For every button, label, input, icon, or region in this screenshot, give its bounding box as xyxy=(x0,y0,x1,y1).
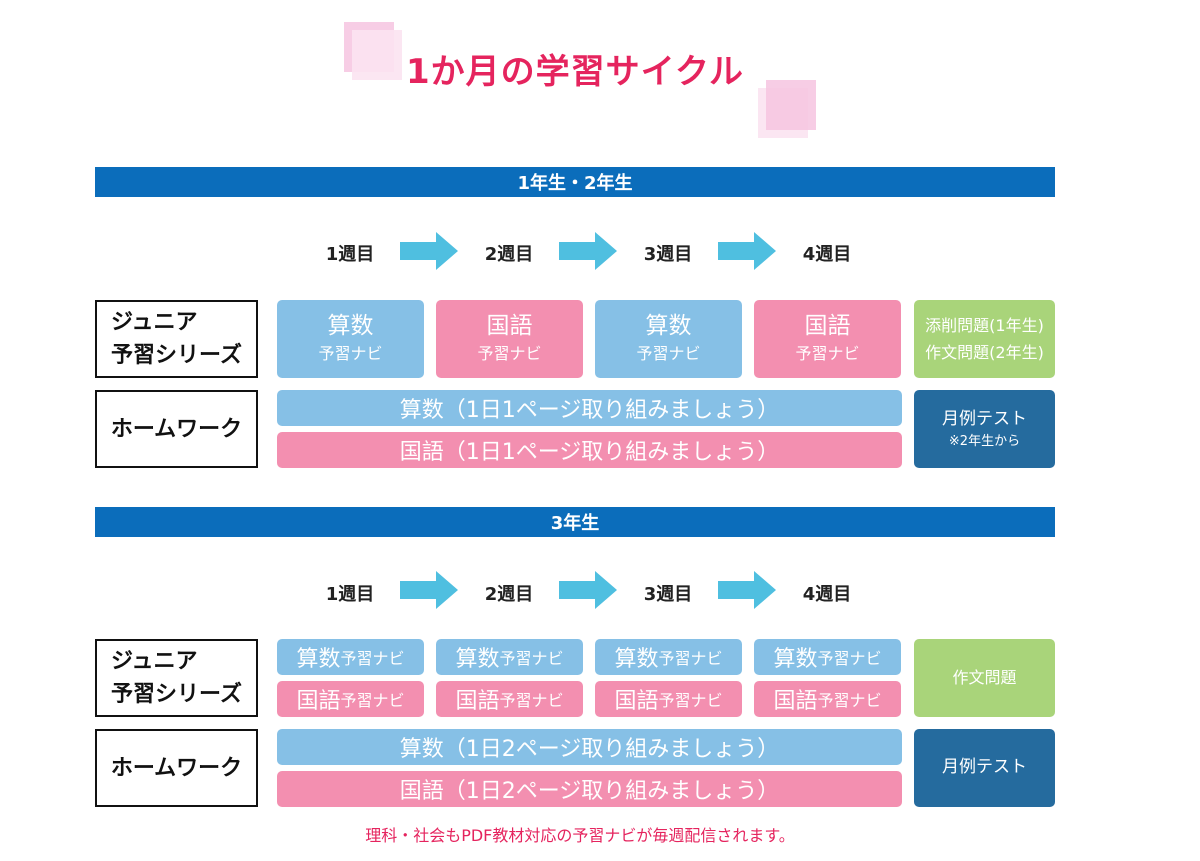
card-sub: 予習ナビ xyxy=(817,691,882,710)
side-card-title: 月例テスト xyxy=(942,757,1027,778)
arrow-right-icon xyxy=(718,571,776,609)
week-label-1: 1週目 xyxy=(325,584,375,605)
week-card-math: 算数予習ナビ xyxy=(754,639,901,675)
arrow-right-icon xyxy=(559,232,617,270)
title-decoration-square xyxy=(766,80,816,130)
card-subject: 算数 xyxy=(645,312,692,339)
week-label-1: 1週目 xyxy=(325,244,375,265)
section-banner-grade-1-2: 1年生・2年生 xyxy=(95,167,1055,197)
week-label-4: 4週目 xyxy=(802,584,852,605)
card-subject: 国語 xyxy=(455,689,500,714)
homework-bar-japanese: 国語（1日1ページ取り組みましょう） xyxy=(277,432,902,468)
week-label-3: 3週目 xyxy=(643,244,693,265)
week-card-japanese: 国語予習ナビ xyxy=(436,681,583,717)
row-label-junior-series: ジュニア 予習シリーズ xyxy=(95,639,258,717)
title-decoration-square xyxy=(352,30,402,80)
row-label-line: 予習シリーズ xyxy=(111,682,242,707)
card-subject: 国語 xyxy=(614,689,659,714)
arrow-right-icon xyxy=(559,571,617,609)
page-title: 1か月の学習サイクル xyxy=(406,52,744,92)
card-subject: 算数 xyxy=(296,647,341,672)
row-label-homework: ホームワーク xyxy=(95,729,258,807)
card-subject: 算数 xyxy=(455,647,500,672)
card-subject: 算数 xyxy=(614,647,659,672)
week-card-math: 算数 予習ナビ xyxy=(595,300,742,378)
week-card-japanese: 国語 予習ナビ xyxy=(754,300,901,378)
row-label-text: ホームワーク xyxy=(110,755,243,781)
week-label-2: 2週目 xyxy=(484,244,534,265)
week-label-3: 3週目 xyxy=(643,584,693,605)
card-subject: 国語 xyxy=(486,312,533,339)
card-sub: 予習ナビ xyxy=(658,649,723,668)
card-sub: 予習ナビ xyxy=(340,691,405,710)
week-card-math: 算数予習ナビ xyxy=(595,639,742,675)
row-label-homework: ホームワーク xyxy=(95,390,258,468)
card-sub: 予習ナビ xyxy=(499,649,564,668)
side-card-line: 作文問題 xyxy=(952,668,1017,688)
row-label-line: ジュニア xyxy=(111,310,198,335)
card-subject: 算数 xyxy=(327,312,374,339)
week-card-japanese: 国語予習ナビ xyxy=(277,681,424,717)
homework-bar-math: 算数（1日2ページ取り組みましょう） xyxy=(277,729,902,765)
side-card-line: 添削問題(1年生) xyxy=(925,315,1044,335)
card-sub: 予習ナビ xyxy=(636,344,701,364)
side-card-composition: 作文問題 xyxy=(914,639,1055,717)
side-card-monthly-test: 月例テスト ※2年生から xyxy=(914,390,1055,468)
card-subject: 国語 xyxy=(804,312,851,339)
card-subject: 算数 xyxy=(773,647,818,672)
row-label-text: ホームワーク xyxy=(110,416,243,442)
card-sub: 予習ナビ xyxy=(499,691,564,710)
arrow-right-icon xyxy=(400,571,458,609)
side-card-line: 作文問題(2年生) xyxy=(925,343,1044,362)
week-card-japanese: 国語予習ナビ xyxy=(595,681,742,717)
card-sub: 予習ナビ xyxy=(477,344,542,364)
card-sub: 予習ナビ xyxy=(817,649,882,668)
card-sub: 予習ナビ xyxy=(658,691,723,710)
week-card-japanese: 国語予習ナビ xyxy=(754,681,901,717)
card-sub: 予習ナビ xyxy=(318,344,383,364)
row-label-line: 予習シリーズ xyxy=(111,343,242,368)
card-sub: 予習ナビ xyxy=(340,649,405,668)
row-label-junior-series: ジュニア 予習シリーズ xyxy=(95,300,258,378)
week-label-4: 4週目 xyxy=(802,244,852,265)
week-card-math: 算数予習ナビ xyxy=(436,639,583,675)
side-card-note: ※2年生から xyxy=(948,433,1021,449)
homework-bar-japanese: 国語（1日2ページ取り組みましょう） xyxy=(277,771,902,807)
side-card-correction: 添削問題(1年生) 作文問題(2年生) xyxy=(914,300,1055,378)
footnote: 理科・社会もPDF教材対応の予習ナビが毎週配信されます。 xyxy=(365,826,795,845)
week-card-japanese: 国語 予習ナビ xyxy=(436,300,583,378)
card-subject: 国語 xyxy=(773,689,818,714)
week-label-2: 2週目 xyxy=(484,584,534,605)
arrow-right-icon xyxy=(400,232,458,270)
section-banner-grade-3: 3年生 xyxy=(95,507,1055,537)
homework-bar-math: 算数（1日1ページ取り組みましょう） xyxy=(277,390,902,426)
side-card-title: 月例テスト xyxy=(942,409,1027,430)
card-sub: 予習ナビ xyxy=(795,344,860,364)
row-label-line: ジュニア xyxy=(111,649,198,674)
side-card-monthly-test: 月例テスト xyxy=(914,729,1055,807)
week-card-math: 算数 予習ナビ xyxy=(277,300,424,378)
week-card-math: 算数予習ナビ xyxy=(277,639,424,675)
card-subject: 国語 xyxy=(296,689,341,714)
arrow-right-icon xyxy=(718,232,776,270)
